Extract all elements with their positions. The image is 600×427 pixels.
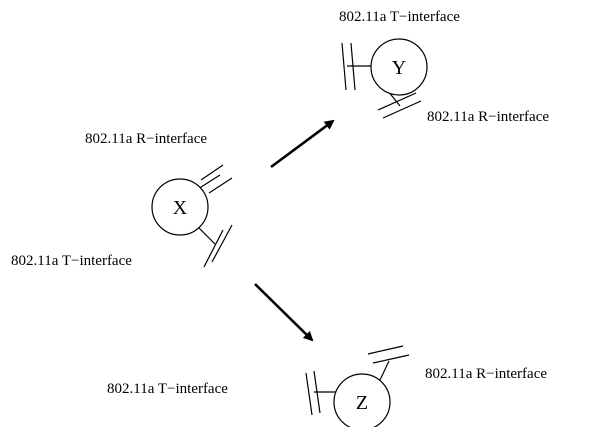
node-z-r-stub xyxy=(379,360,390,381)
node-z-t-bar-1 xyxy=(305,372,313,416)
node-z-t-bar-2 xyxy=(313,370,321,414)
node-x-t-bar-1 xyxy=(203,229,224,268)
node-x-r-stub xyxy=(197,174,221,190)
node-y-t-bar-1 xyxy=(341,42,347,91)
label-x-r-interface: 802.11a R−interface xyxy=(85,131,207,147)
node-z: Z xyxy=(305,345,410,427)
node-y-circle xyxy=(370,38,428,96)
node-x-r-bar-2 xyxy=(208,177,233,194)
label-z-r-interface: 802.11a R−interface xyxy=(425,366,547,382)
node-x-r-bar-1 xyxy=(200,164,224,181)
node-y: Y xyxy=(341,38,428,119)
node-y-r-bar-2 xyxy=(382,100,422,119)
node-z-r-bar-1 xyxy=(367,345,404,355)
label-x-t-interface: 802.11a T−interface xyxy=(11,253,132,269)
node-x-circle xyxy=(151,178,209,236)
node-y-r-bar-1 xyxy=(377,92,417,111)
label-y-r-interface: 802.11a R−interface xyxy=(427,109,549,125)
arrow-x-to-y xyxy=(270,119,335,169)
label-z-t-interface: 802.11a T−interface xyxy=(107,381,228,397)
node-x: X xyxy=(151,164,233,268)
node-x-t-bar-2 xyxy=(211,224,233,263)
node-y-t-bar-2 xyxy=(350,42,356,91)
node-y-label: Y xyxy=(392,57,406,79)
label-y-t-interface: 802.11a T−interface xyxy=(339,9,460,25)
node-z-label: Z xyxy=(356,392,368,414)
node-z-r-bar-2 xyxy=(372,354,410,364)
node-x-label: X xyxy=(173,197,188,219)
arrow-x-to-z xyxy=(254,283,314,342)
node-z-circle xyxy=(333,373,391,427)
